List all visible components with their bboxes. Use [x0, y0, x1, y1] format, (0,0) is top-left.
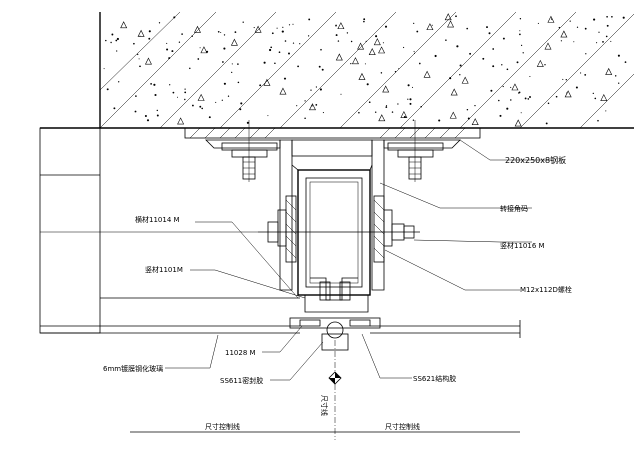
leader-lines [165, 139, 552, 381]
center-axis [40, 231, 342, 440]
concrete-slab [40, 11, 634, 129]
anchor-bolt-right [387, 120, 444, 182]
label-sealant: SS611密封胶 [220, 376, 263, 385]
annotations: 220x250x8钢板 转接角码 横材11014 M 竖材11016 M 竖材1… [103, 155, 572, 431]
anchor-bolt-left [221, 120, 278, 182]
label-dim-left: 尺寸控制线 [205, 422, 240, 431]
label-gasket: 11028 M [225, 349, 256, 357]
label-structural: SS621结构胶 [413, 374, 456, 383]
label-glass: 6mm镀膜钢化玻璃 [103, 364, 163, 373]
label-bolt-code: 竖材11016 M [500, 241, 545, 250]
label-mullion-top: 横材11014 M [135, 215, 180, 224]
angle-bracket [205, 139, 461, 291]
glass-panel [39, 127, 521, 338]
concrete-aggregate [103, 13, 627, 127]
label-center-mark: 尺寸线 [320, 395, 329, 416]
label-mullion: 竖材1101M [145, 265, 183, 274]
mullion-profile [291, 164, 373, 296]
label-bolt: M12x112D螺栓 [520, 285, 572, 294]
embedded-plate [184, 127, 481, 139]
label-dim-right: 尺寸控制线 [385, 422, 420, 431]
label-steel-plate: 220x250x8钢板 [505, 155, 566, 165]
isolation-pads [277, 195, 393, 263]
glazing-profile [289, 277, 381, 351]
through-bolt [258, 221, 420, 243]
label-angle-code: 转接角码 [500, 204, 528, 213]
